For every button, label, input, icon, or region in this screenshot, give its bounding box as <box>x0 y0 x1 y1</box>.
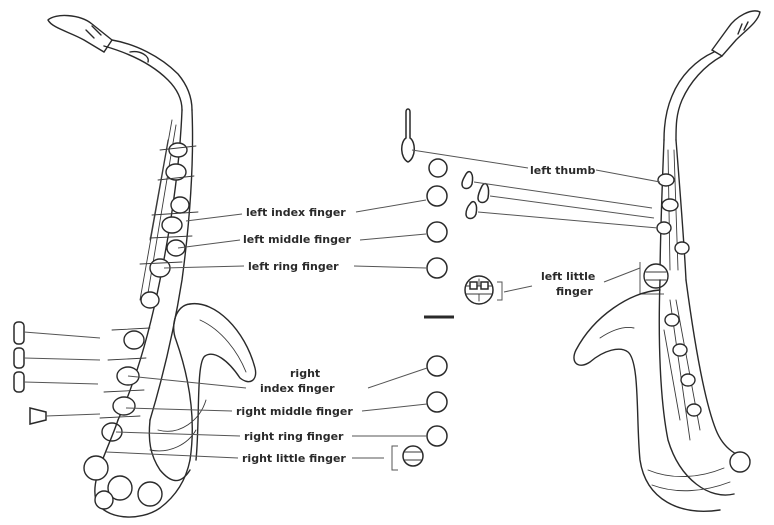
label-right-little: right little finger <box>242 452 346 465</box>
little-finger-key-cluster <box>464 275 503 305</box>
finger-hole-key <box>426 355 448 377</box>
finger-hole-key <box>426 391 448 413</box>
side-key-group <box>13 321 101 425</box>
palm-key <box>477 182 490 204</box>
label-left-ring: left ring finger <box>248 260 339 273</box>
key-schematic <box>391 108 503 471</box>
thumb-rest-key <box>401 108 415 163</box>
side-key-2 <box>13 347 25 369</box>
labels: left thumb left index finger left middle… <box>236 164 595 465</box>
right-little-key-cluster <box>391 445 424 471</box>
label-right-index-2: index finger <box>260 382 335 395</box>
label-left-index: left index finger <box>246 206 346 219</box>
label-right-ring: right ring finger <box>244 430 344 443</box>
leader-lines <box>105 149 661 459</box>
side-key-4 <box>29 407 47 425</box>
side-key-3 <box>13 371 25 393</box>
palm-key <box>461 170 474 190</box>
palm-key <box>465 200 478 220</box>
saxophone-back-drawing <box>573 10 761 512</box>
side-key-1 <box>13 321 25 345</box>
finger-hole-key <box>426 257 448 279</box>
label-left-thumb: left thumb <box>530 164 595 177</box>
finger-hole-key <box>426 425 448 447</box>
finger-hole-key <box>426 185 448 207</box>
saxophone-front-drawing <box>47 14 257 518</box>
label-right-index-1: right <box>290 367 320 380</box>
label-right-middle: right middle finger <box>236 405 353 418</box>
label-left-middle: left middle finger <box>243 233 351 246</box>
finger-hole-key <box>426 221 448 243</box>
label-left-little-1: left little <box>541 270 595 283</box>
label-left-little-2: finger <box>556 285 593 298</box>
finger-hole-key <box>428 158 448 178</box>
